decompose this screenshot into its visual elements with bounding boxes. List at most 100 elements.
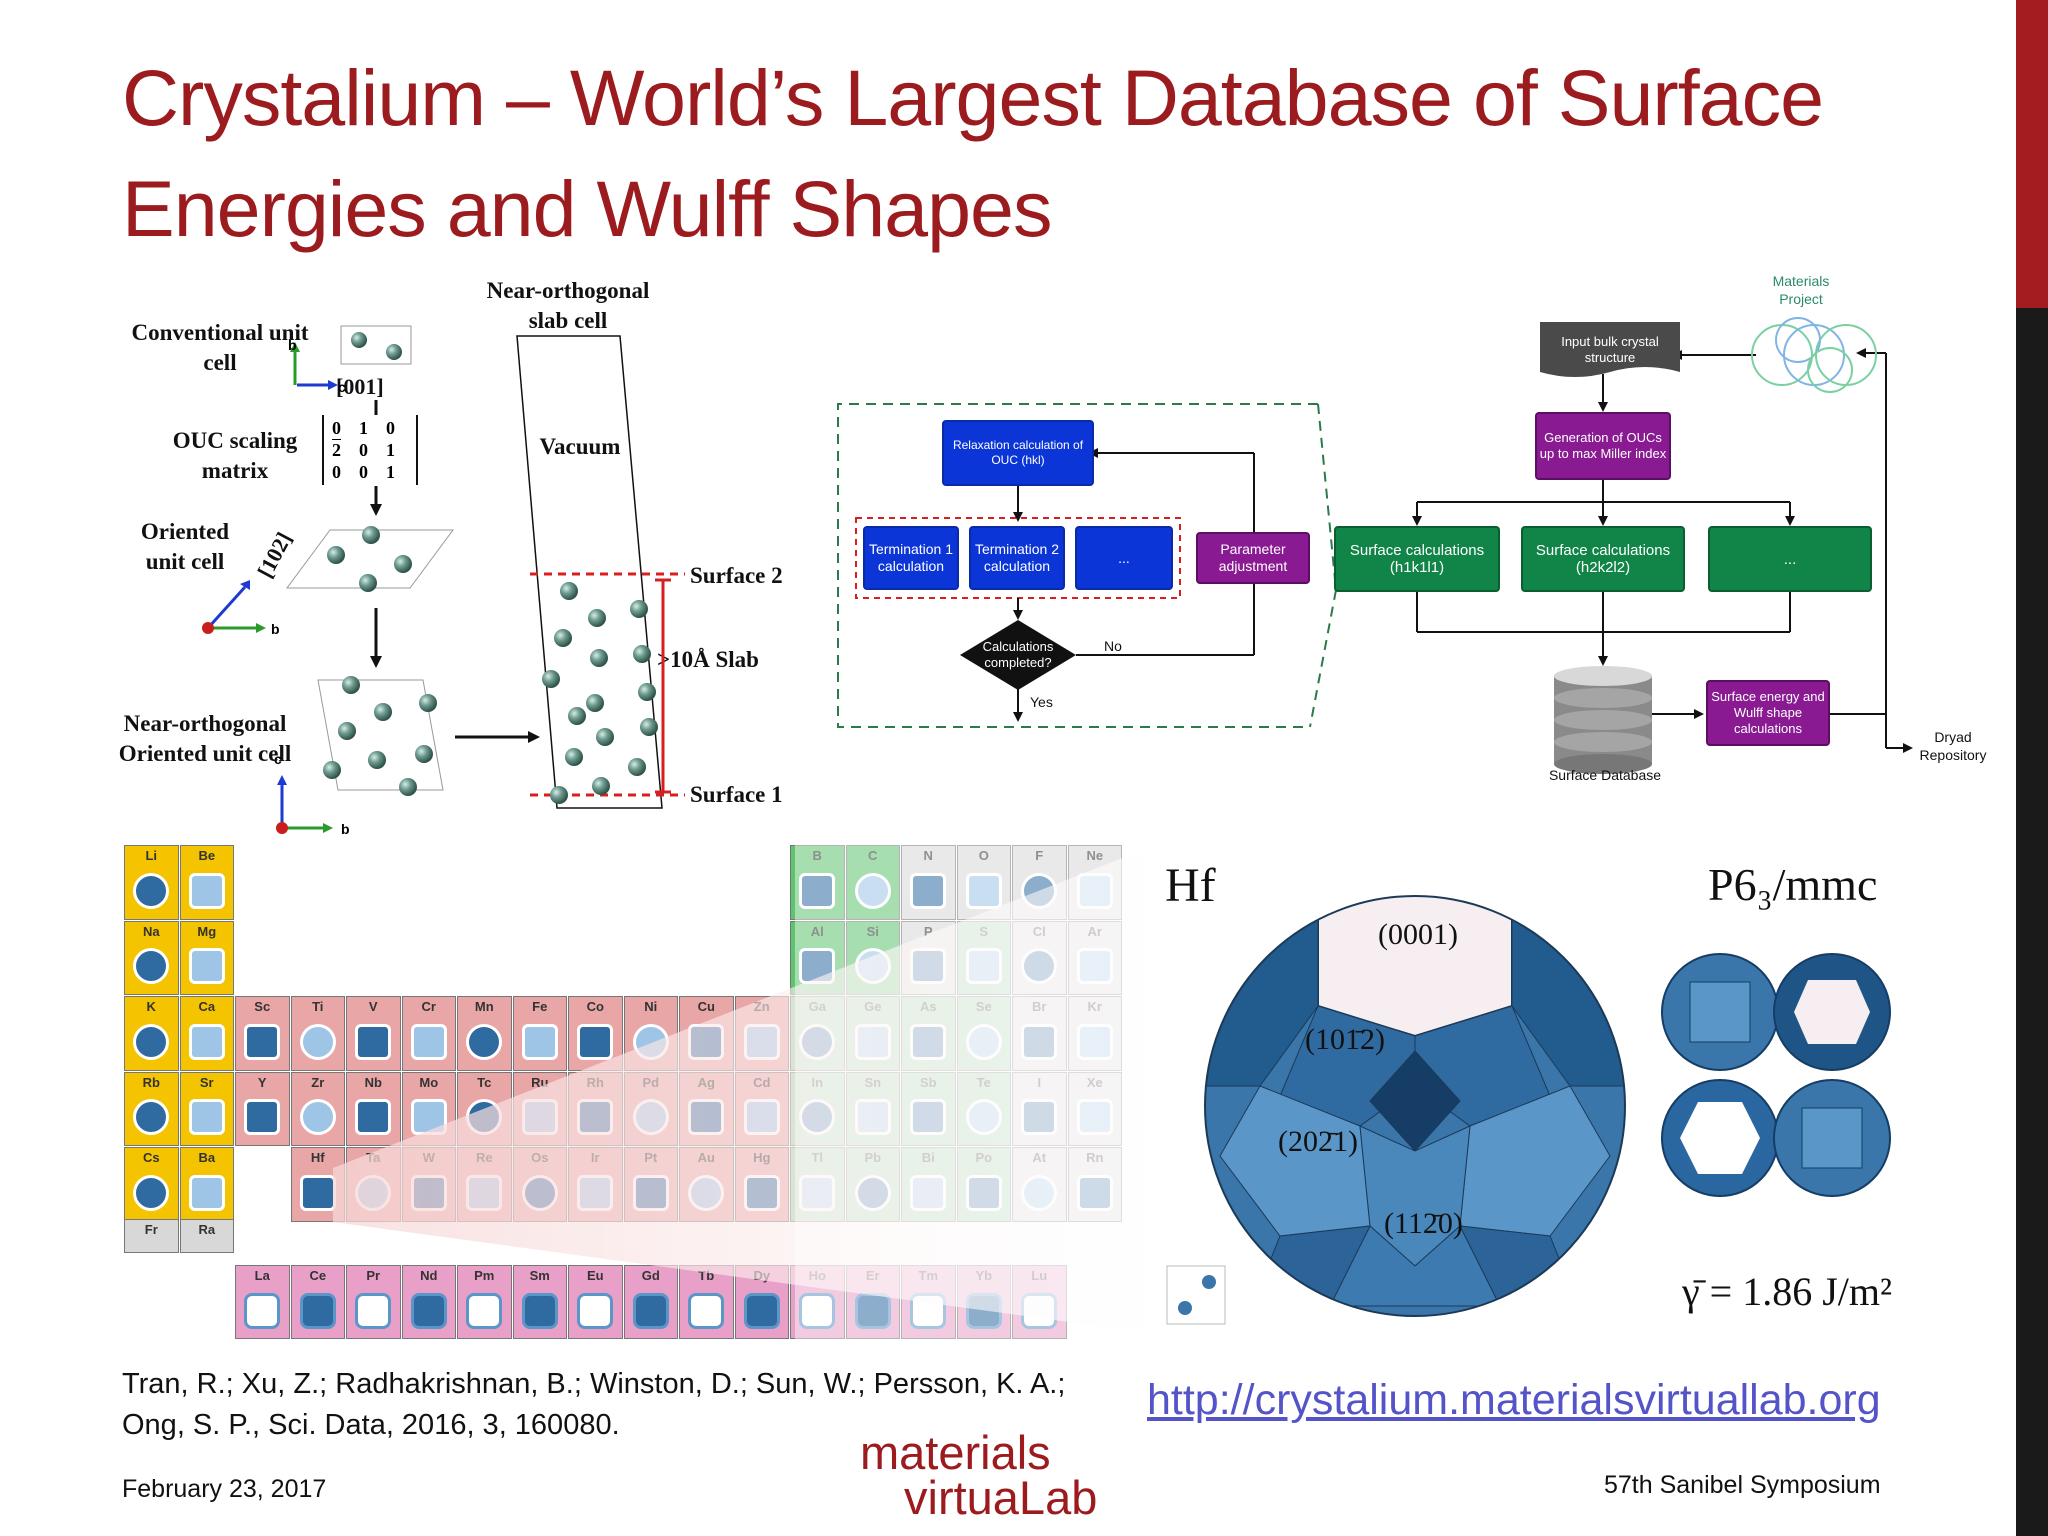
element-cell-n[interactable]: N [901,845,956,920]
element-cell-rn[interactable]: Rn [1067,1147,1122,1222]
element-cell-p[interactable]: P [901,920,956,995]
element-cell-re[interactable]: Re [457,1147,512,1222]
element-cell-gd[interactable]: Gd [623,1265,678,1339]
element-cell-rb[interactable]: Rb [124,1071,179,1146]
element-cell-la[interactable]: La [235,1265,290,1339]
element-cell-br[interactable]: Br [1012,996,1067,1071]
element-cell-ti[interactable]: Ti [290,996,345,1071]
element-cell-na[interactable]: Na [124,920,179,995]
element-cell-b[interactable]: B [790,845,845,920]
element-cell-hg[interactable]: Hg [734,1147,789,1222]
element-cell-ra[interactable]: Ra [179,1218,234,1253]
element-cell-fe[interactable]: Fe [512,996,567,1071]
facet-2021-label: (202̄1) [1278,1125,1358,1158]
element-cell-po[interactable]: Po [956,1147,1011,1222]
element-cell-ho[interactable]: Ho [790,1265,845,1339]
element-cell-o[interactable]: O [956,845,1011,920]
element-cell-pr[interactable]: Pr [346,1265,401,1339]
element-cell-mo[interactable]: Mo [401,1071,456,1146]
element-cell-ne[interactable]: Ne [1067,845,1122,920]
element-cell-au[interactable]: Au [679,1147,734,1222]
element-cell-sb[interactable]: Sb [901,1071,956,1146]
element-cell-kr[interactable]: Kr [1067,996,1122,1071]
element-cell-cd[interactable]: Cd [734,1071,789,1146]
element-cell-pm[interactable]: Pm [457,1265,512,1339]
element-cell-nb[interactable]: Nb [346,1071,401,1146]
element-cell-li[interactable]: Li [124,845,179,920]
element-cell-cs[interactable]: Cs [124,1147,179,1222]
element-cell-dy[interactable]: Dy [734,1265,789,1339]
element-cell-rh[interactable]: Rh [568,1071,623,1146]
element-cell-ge[interactable]: Ge [845,996,900,1071]
element-cell-k[interactable]: K [124,996,179,1071]
element-cell-tb[interactable]: Tb [679,1265,734,1339]
element-cell-ta[interactable]: Ta [346,1147,401,1222]
element-cell-pd[interactable]: Pd [623,1071,678,1146]
element-cell-i[interactable]: I [1012,1071,1067,1146]
element-cell-be[interactable]: Be [179,845,234,920]
element-symbol: Bi [921,1150,935,1165]
element-cell-co[interactable]: Co [568,996,623,1071]
element-cell-sc[interactable]: Sc [235,996,290,1071]
element-cell-yb[interactable]: Yb [956,1265,1011,1339]
element-cell-at[interactable]: At [1012,1147,1067,1222]
element-cell-mn[interactable]: Mn [457,996,512,1071]
element-cell-s[interactable]: S [956,920,1011,995]
wulff-thumbnail-icon [1076,1023,1113,1060]
element-symbol: K [146,999,156,1014]
element-cell-ar[interactable]: Ar [1067,920,1122,995]
element-cell-w[interactable]: W [401,1147,456,1222]
element-cell-ru[interactable]: Ru [512,1071,567,1146]
element-cell-lu[interactable]: Lu [1012,1265,1067,1339]
element-cell-zr[interactable]: Zr [290,1071,345,1146]
element-cell-mg[interactable]: Mg [179,920,234,995]
element-cell-ba[interactable]: Ba [179,1147,234,1222]
crystalium-link[interactable]: http://crystalium.materialsvirtuallab.or… [1147,1376,1881,1424]
element-cell-hf[interactable]: Hf [290,1147,345,1222]
element-cell-eu[interactable]: Eu [568,1265,623,1339]
element-cell-sm[interactable]: Sm [512,1265,567,1339]
element-cell-bi[interactable]: Bi [901,1147,956,1222]
wulff-thumbnail-icon [1076,948,1113,985]
element-cell-tc[interactable]: Tc [457,1071,512,1146]
element-cell-cr[interactable]: Cr [401,996,456,1071]
element-cell-ir[interactable]: Ir [568,1147,623,1222]
element-symbol: Rb [142,1074,160,1090]
element-cell-se[interactable]: Se [956,996,1011,1071]
element-cell-ga[interactable]: Ga [790,996,845,1071]
element-cell-si[interactable]: Si [845,920,900,995]
element-symbol: Zn [753,999,770,1014]
wulff-thumbnail-icon [410,1099,447,1136]
element-cell-er[interactable]: Er [845,1265,900,1339]
element-cell-tm[interactable]: Tm [901,1265,956,1339]
element-cell-al[interactable]: Al [790,920,845,995]
wulff-thumbnail-icon [521,1023,558,1060]
element-cell-ag[interactable]: Ag [679,1071,734,1146]
element-cell-sr[interactable]: Sr [179,1071,234,1146]
element-cell-v[interactable]: V [346,996,401,1071]
element-cell-tl[interactable]: Tl [790,1147,845,1222]
element-symbol: Er [865,1268,880,1283]
element-cell-as[interactable]: As [901,996,956,1071]
element-cell-ce[interactable]: Ce [290,1265,345,1339]
element-cell-f[interactable]: F [1012,845,1067,920]
element-cell-os[interactable]: Os [512,1147,567,1222]
element-cell-pt[interactable]: Pt [623,1147,678,1222]
element-cell-xe[interactable]: Xe [1067,1071,1122,1146]
element-cell-te[interactable]: Te [956,1071,1011,1146]
element-cell-y[interactable]: Y [235,1071,290,1146]
element-cell-zn[interactable]: Zn [734,996,789,1071]
element-cell-sn[interactable]: Sn [845,1071,900,1146]
element-cell-ni[interactable]: Ni [623,996,678,1071]
element-cell-cl[interactable]: Cl [1012,920,1067,995]
wulff-thumbnail-icon [799,1023,836,1060]
element-cell-pb[interactable]: Pb [845,1147,900,1222]
element-cell-ca[interactable]: Ca [179,996,234,1071]
wulff-thumbnail-icon [299,1023,336,1060]
element-cell-nd[interactable]: Nd [401,1265,456,1339]
matrix-cell: 1 [386,462,395,482]
element-cell-cu[interactable]: Cu [679,996,734,1071]
element-cell-in[interactable]: In [790,1071,845,1146]
element-cell-c[interactable]: C [845,845,900,920]
element-cell-fr[interactable]: Fr [124,1218,179,1253]
